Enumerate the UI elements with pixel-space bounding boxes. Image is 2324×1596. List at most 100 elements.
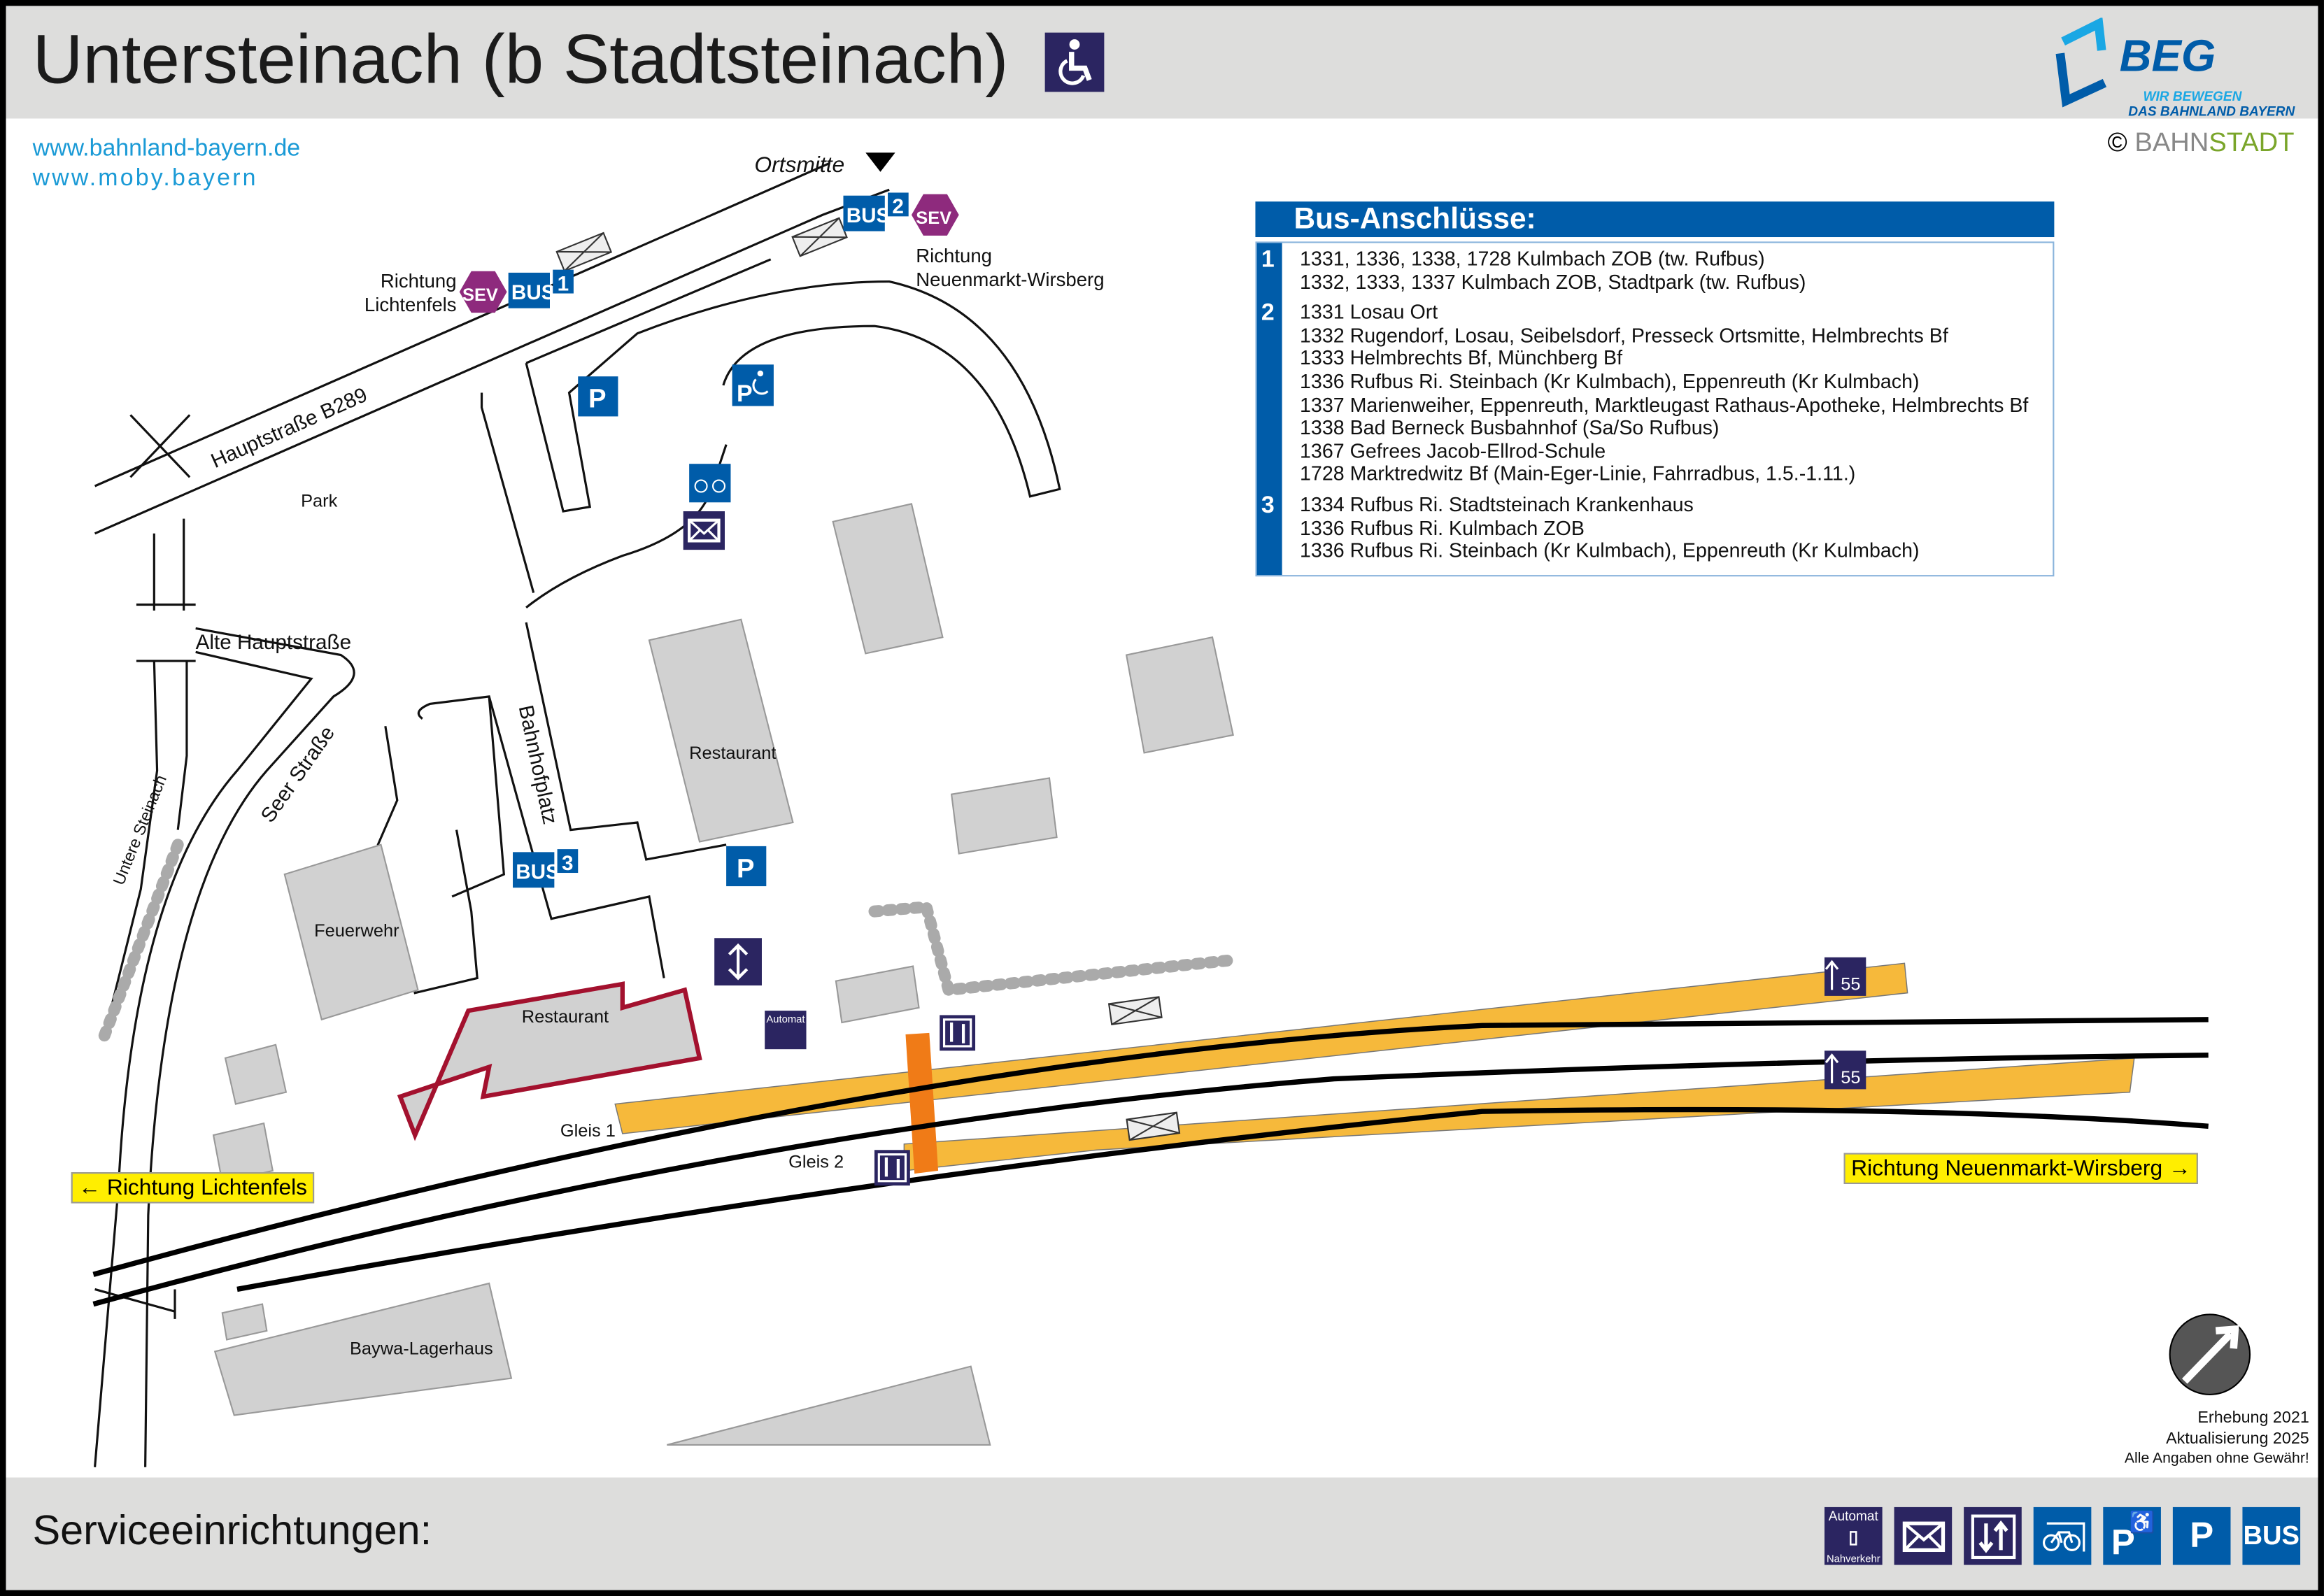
ticket-machine-icon: Automat — [765, 1011, 807, 1050]
stop-number: 3 — [562, 852, 573, 875]
link-moby[interactable]: www.moby.bayern — [32, 166, 258, 192]
buildings — [212, 503, 1234, 1446]
building — [832, 503, 944, 655]
parking-label: P — [737, 380, 753, 407]
bus-connections-list: 1 1331, 1336, 1338, 1728 Kulmbach ZOB (tw… — [1255, 241, 2055, 576]
beg-slogan-2: DAS BAHNLAND BAYERN — [2128, 104, 2295, 119]
beg-name: BEG — [2119, 32, 2216, 82]
roads — [94, 162, 1061, 1467]
bus-line: 1338 Bad Berneck Busbahnhof (Sa/So Rufbu… — [1300, 416, 1720, 439]
stop-number: 2 — [892, 195, 903, 218]
stop-number: 2 — [1261, 301, 1275, 327]
header: Untersteinach (b Stadtsteinach) BEG WIR … — [6, 6, 2318, 119]
services-title: Serviceeinrichtungen: — [32, 1506, 432, 1553]
gleis-2-label: Gleis 2 — [788, 1153, 844, 1172]
building — [212, 1122, 274, 1184]
gleis-1-label: Gleis 1 — [560, 1121, 616, 1141]
tracks — [92, 1017, 2209, 1307]
building — [667, 1365, 991, 1446]
beg-logo-icon — [2055, 17, 2107, 108]
track-1b — [92, 1052, 2209, 1307]
bus-line: 1367 Gefrees Jacob-Ellrod-Schule — [1300, 439, 1606, 462]
bahnstadt-part2: STADT — [2209, 127, 2295, 157]
bus-line: 1334 Rufbus Ri. Stadtsteinach Krankenhau… — [1300, 493, 1694, 516]
bike-parking-icon — [2033, 1506, 2092, 1565]
sev-label: SEV — [916, 208, 951, 228]
bus-line: 1336 Rufbus Ri. Kulmbach ZOB — [1300, 516, 1585, 539]
building — [1125, 636, 1234, 754]
parking-label: P — [2190, 1515, 2214, 1555]
parking-label: P — [737, 853, 754, 883]
bus-line: 1332, 1333, 1337 Kulmbach ZOB, Stadtpark… — [1300, 270, 1806, 293]
ortsmitte-arrow-icon — [865, 152, 895, 172]
parking-2[interactable]: P — [726, 846, 767, 887]
mail-icon — [683, 511, 725, 550]
place-park: Park — [301, 492, 338, 511]
bahnstadt-copyright: © BAHNSTADT — [2108, 127, 2295, 158]
building — [835, 965, 920, 1024]
bus-icon: BUS — [2242, 1506, 2301, 1565]
bahnstadt-part1: BAHN — [2134, 127, 2209, 157]
stop-number: 1 — [1261, 247, 1275, 273]
parking-label: P — [588, 384, 606, 414]
parking-label: P — [2111, 1523, 2135, 1563]
building-baywa — [213, 1282, 513, 1416]
parking-icon: P — [2172, 1506, 2231, 1565]
trees — [97, 839, 1236, 1043]
ticket-machine-icon: Automat▯Nahverkehr — [1824, 1506, 1883, 1565]
page-title: Untersteinach (b Stadtsteinach) — [32, 19, 1009, 98]
bus-label: BUS — [516, 861, 560, 884]
direction-lichtenfels: ← Richtung Lichtenfels — [71, 1172, 315, 1204]
bus-line: 1336 Rufbus Ri. Steinbach (Kr Kulmbach),… — [1300, 539, 1920, 562]
survey-info: Erhebung 2021 Aktualisierung 2025 Alle A… — [2125, 1408, 2309, 1470]
place-baywa: Baywa-Lagerhaus — [350, 1339, 493, 1359]
survey-date: Erhebung 2021 — [2197, 1409, 2309, 1427]
stairs-icon — [940, 1015, 976, 1051]
bus-line: 1333 Helmbrechts Bf, Münchberg Bf — [1300, 347, 1623, 370]
north-arrow-icon — [2169, 1313, 2251, 1395]
direction-neuenmarkt: Richtung Neuenmarkt-Wirsberg → — [1843, 1153, 2199, 1185]
automat-label: Automat — [1828, 1509, 1878, 1524]
platform-length-1: 55 — [1824, 957, 1866, 996]
richtung-lichtenfels-1: Richtung — [381, 270, 457, 292]
bus-line: 1332 Rugendorf, Losau, Seibelsdorf, Pres… — [1300, 324, 1948, 347]
platform-gleis-1 — [614, 962, 1908, 1134]
platform-length-2: 55 — [1824, 1050, 1866, 1090]
link-bahnland[interactable]: www.bahnland-bayern.de — [32, 136, 301, 162]
track-1 — [92, 1017, 2209, 1277]
platform-crossing — [905, 1032, 939, 1174]
lift-stairs-icon — [1964, 1506, 2022, 1565]
accessible-parking-icon: P♿ — [2103, 1506, 2161, 1565]
stairs-icon-gleis-2 — [874, 1150, 910, 1186]
beg-logo: BEG WIR BEWEGEN DAS BAHNLAND BAYERN — [2051, 12, 2303, 119]
richtung-neuenmarkt-1: Richtung — [916, 245, 992, 266]
wheelchair-icon — [1044, 32, 1105, 92]
bus-line: 1331, 1336, 1338, 1728 Kulmbach ZOB (tw.… — [1300, 247, 1765, 270]
footer: Serviceeinrichtungen: Automat▯Nahverkehr… — [6, 1477, 2318, 1590]
bus-line: 1331 Losau Ort — [1300, 301, 1438, 324]
place-feuerwehr: Feuerwehr — [314, 921, 399, 941]
building-restaurant-outlined — [397, 981, 702, 1141]
parking-1[interactable]: P — [578, 376, 618, 417]
place-restaurant: Restaurant — [689, 743, 776, 763]
bus-line: 1728 Marktredwitz Bf (Main-Eger-Linie, F… — [1300, 462, 1856, 485]
accessible-parking[interactable]: P — [732, 364, 774, 407]
stop-number-bar — [1256, 243, 1282, 575]
street-alte-hauptstrasse: Alte Hauptstraße — [196, 631, 352, 654]
building — [221, 1303, 268, 1341]
service-icons: Automat▯Nahverkehr P♿ P BUS — [1824, 1506, 2301, 1565]
bus-line: 1337 Marienweiher, Eppenreuth, Marktleug… — [1300, 393, 2029, 416]
building-restaurant — [648, 618, 794, 843]
update-date: Aktualisierung 2025 — [2166, 1430, 2309, 1448]
richtung-lichtenfels-2: Lichtenfels — [364, 294, 457, 315]
building — [224, 1043, 288, 1105]
bike-parking-icon — [689, 464, 731, 503]
building-feuerwehr — [283, 843, 419, 1021]
